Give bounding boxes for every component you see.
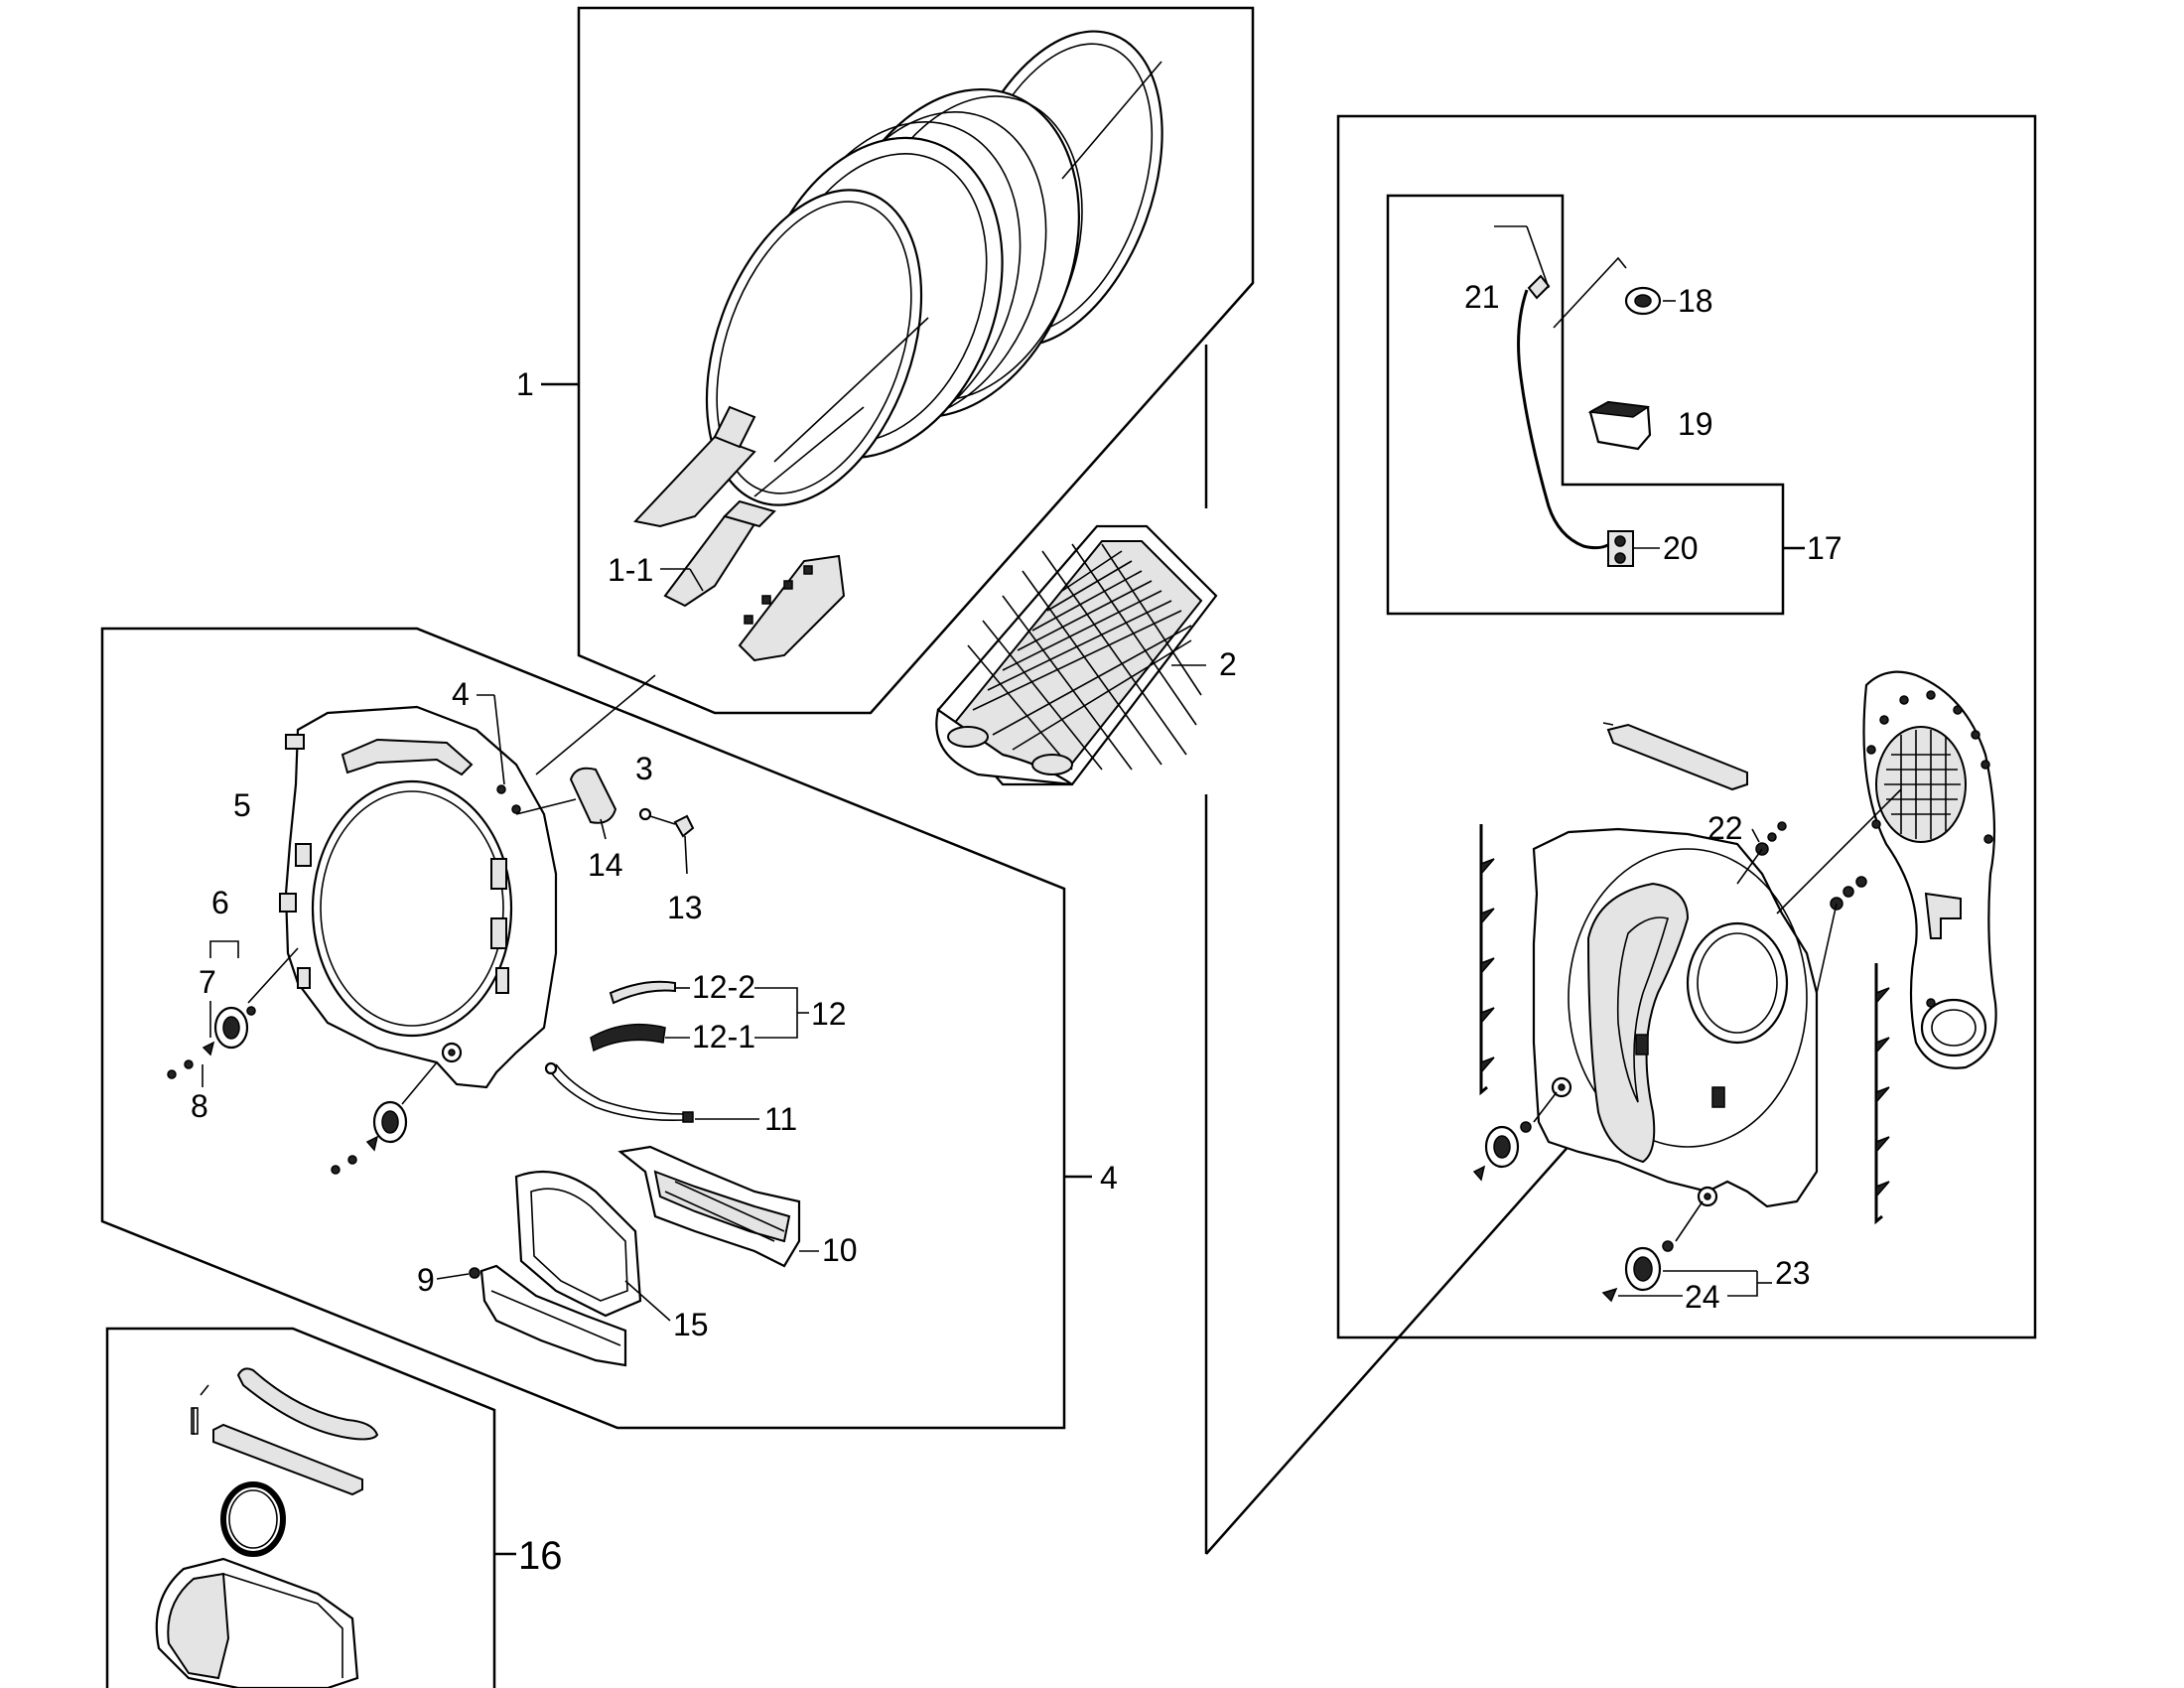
sensor-connector-icon: [638, 807, 695, 875]
lint-filter-icon: [935, 524, 1218, 786]
callout-11: 11: [764, 1101, 797, 1137]
drum-group-box: [577, 6, 1255, 715]
callout-4-upper: 4: [452, 676, 470, 712]
thermal-fuse-icon: [1587, 400, 1652, 451]
callout-23: 23: [1775, 1255, 1811, 1291]
roller-bearing-lower-icon: [331, 1061, 438, 1175]
rear-screws-icon: [1736, 821, 1867, 994]
rear-frame-icon: [1532, 827, 1819, 1208]
callout-14: 14: [588, 847, 623, 883]
callout-8: 8: [191, 1088, 208, 1124]
front-bracket-icon: [617, 1145, 801, 1268]
sensor-bracket-icon: [1607, 530, 1660, 567]
wire-harness-icon: [544, 1061, 694, 1123]
thermistor-wire-icon: [1494, 225, 1615, 550]
front-frame-group-box: [100, 627, 1066, 1430]
callout-21: 21: [1464, 279, 1500, 315]
callout-5: 5: [233, 787, 251, 823]
door-switch-icon: [515, 767, 617, 840]
rear-duct-icon: [1862, 670, 1997, 1069]
rear-bearing-lower-icon: [1601, 1200, 1704, 1303]
callout-18: 18: [1678, 283, 1713, 319]
callout-7: 7: [199, 964, 216, 1000]
rear-upper-bracket-icon: [1602, 722, 1748, 791]
thermostat-icon: [1553, 256, 1676, 329]
callout-9: 9: [417, 1262, 435, 1298]
callout-16: 16: [518, 1534, 563, 1578]
callout-15: 15: [673, 1307, 709, 1342]
roller-bearing-left-icon: [167, 947, 299, 1079]
callout-3: 3: [635, 751, 653, 786]
duct-assembly-icon: [155, 1367, 379, 1688]
callout-10: 10: [822, 1232, 858, 1268]
callout-20: 20: [1663, 530, 1699, 566]
callout-19: 19: [1678, 406, 1713, 442]
callout-24: 24: [1685, 1279, 1720, 1315]
sensor-group-box: [1386, 194, 1785, 616]
callout-6: 6: [211, 885, 229, 920]
side-clip-right-icon: [1874, 963, 1890, 1225]
side-clip-left-icon: [1479, 824, 1495, 1096]
callout-12: 12: [811, 996, 847, 1032]
rear-bearing-left-icon: [1472, 1091, 1558, 1182]
callout-12-2: 12-2: [692, 969, 755, 1005]
drum-assembly-icon: [633, 30, 1163, 662]
felt-seal-icon: [590, 980, 676, 1053]
rear-group-box: [1336, 114, 2037, 1339]
callout-12-1: 12-1: [692, 1019, 755, 1055]
front-frame-icon: [279, 705, 558, 1089]
lower-panel-icon: [469, 1170, 642, 1367]
callout-22: 22: [1707, 810, 1743, 846]
callout-2: 2: [1219, 646, 1237, 682]
callout-13: 13: [667, 890, 703, 925]
callout-17: 17: [1807, 530, 1843, 566]
callout-1-1: 1-1: [608, 552, 653, 588]
callout-1: 1: [516, 366, 534, 402]
callout-4-lower: 4: [1100, 1160, 1118, 1196]
